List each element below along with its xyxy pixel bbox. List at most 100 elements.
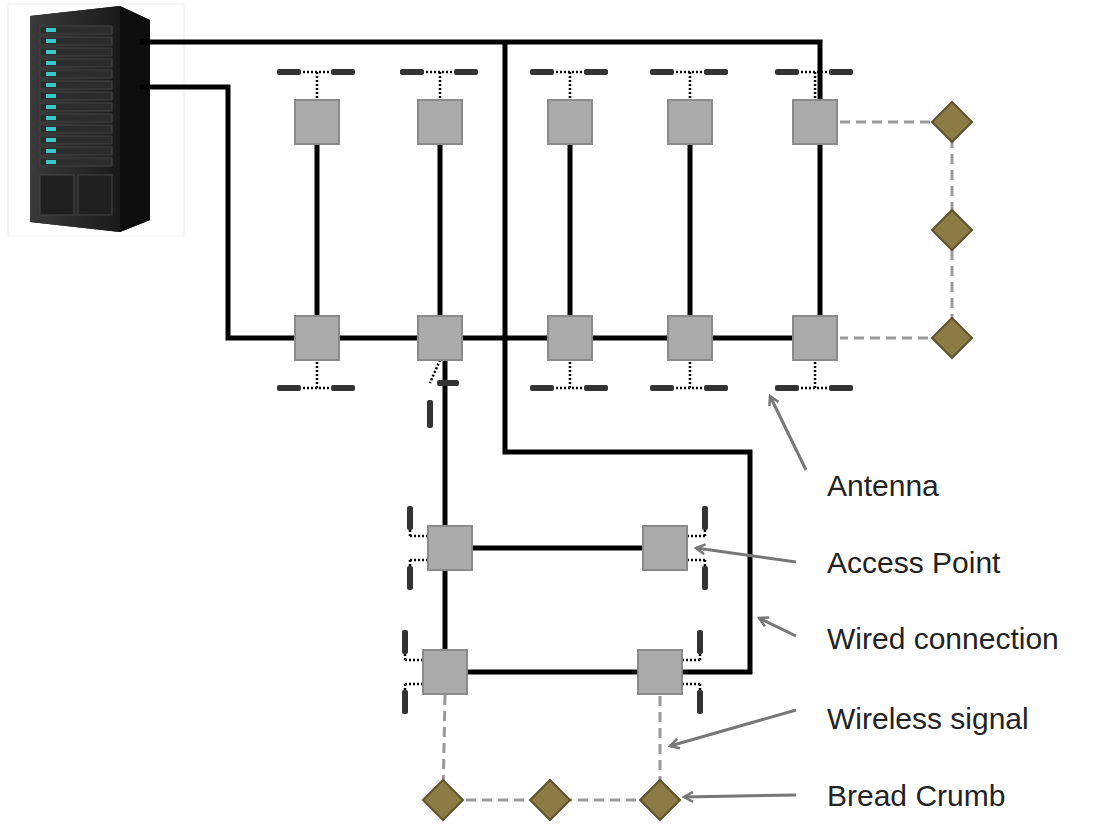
- antenna-feed: [699, 684, 702, 690]
- antenna: [829, 69, 853, 75]
- antenna-feed: [316, 72, 319, 100]
- antenna: [407, 566, 413, 590]
- antenna-feed: [404, 654, 407, 660]
- server-rack: [30, 6, 150, 232]
- antenna: [775, 385, 799, 391]
- server-slot: [40, 59, 112, 67]
- antenna: [530, 385, 554, 391]
- antenna-feed: [682, 683, 700, 686]
- antenna: [331, 69, 355, 75]
- antenna-feed: [316, 360, 319, 388]
- server-led: [46, 105, 56, 109]
- callout-label: Access Point: [825, 546, 1002, 579]
- server-slot: [40, 48, 112, 56]
- access-point: [638, 650, 682, 694]
- server-led: [46, 94, 56, 98]
- access-point: [548, 100, 592, 144]
- antenna: [702, 566, 708, 590]
- antenna: [704, 385, 728, 391]
- antenna: [427, 400, 433, 428]
- access-point: [793, 100, 837, 144]
- server-led: [46, 61, 56, 65]
- antenna: [650, 69, 674, 75]
- antenna-feed: [704, 530, 707, 536]
- antenna-feed: [409, 560, 412, 566]
- antennas: [277, 69, 853, 714]
- access-point: [643, 526, 687, 570]
- antenna: [697, 630, 703, 654]
- server-led: [46, 50, 56, 54]
- server-led: [46, 116, 56, 120]
- server-slot: [40, 103, 112, 111]
- antenna-feed: [569, 72, 572, 100]
- antenna: [277, 69, 301, 75]
- bread-crumb: [932, 102, 972, 142]
- antenna: [402, 690, 408, 714]
- server-bay: [40, 175, 74, 215]
- server-led: [46, 127, 56, 131]
- antenna-feed: [699, 654, 702, 660]
- antenna-feed: [814, 360, 817, 388]
- server-slot: [40, 125, 112, 133]
- antenna-feed: [689, 72, 692, 100]
- server-slot: [40, 92, 112, 100]
- antenna-feed: [410, 535, 428, 538]
- antenna: [704, 69, 728, 75]
- bread-crumb: [530, 780, 570, 820]
- antenna-feed: [439, 72, 442, 100]
- antenna-feed: [687, 559, 705, 562]
- server-led: [46, 149, 56, 153]
- access-point: [428, 526, 472, 570]
- antenna: [400, 69, 424, 75]
- server-led: [46, 138, 56, 142]
- antenna: [584, 69, 608, 75]
- antenna: [437, 380, 459, 386]
- bread-crumb: [932, 318, 972, 358]
- access-point: [418, 100, 462, 144]
- antenna: [829, 385, 853, 391]
- server-frame: [8, 4, 184, 236]
- antenna: [277, 385, 301, 391]
- antenna-feed: [404, 684, 407, 690]
- access-point: [418, 316, 462, 360]
- antenna-feed: [682, 659, 700, 662]
- server-slot: [40, 81, 112, 89]
- antenna-feed: [704, 560, 707, 566]
- server-led: [46, 83, 56, 87]
- server-led: [46, 72, 56, 76]
- access-point: [423, 650, 467, 694]
- wireless-signals: [443, 122, 952, 800]
- access-point: [295, 316, 339, 360]
- server-slot: [40, 37, 112, 45]
- bread-crumb: [640, 780, 680, 820]
- server-bay: [78, 175, 112, 215]
- access-point: [668, 316, 712, 360]
- access-point: [793, 316, 837, 360]
- antenna: [454, 69, 478, 75]
- antenna: [650, 385, 674, 391]
- server-slot: [40, 147, 112, 155]
- antenna: [402, 630, 408, 654]
- callout-label: Wired connection: [825, 622, 1061, 655]
- antenna-feed: [409, 530, 412, 536]
- callout-label: Wireless signal: [825, 702, 1031, 735]
- antenna-feed: [687, 535, 705, 538]
- server-slot: [40, 136, 112, 144]
- antenna-feed: [689, 360, 692, 388]
- bread-crumb: [932, 210, 972, 250]
- server-slot: [40, 70, 112, 78]
- server-led: [46, 28, 56, 32]
- access-point: [668, 100, 712, 144]
- access-point: [295, 100, 339, 144]
- access-points: [295, 100, 837, 694]
- antenna: [530, 69, 554, 75]
- antenna-feed: [405, 659, 423, 662]
- server-led: [46, 39, 56, 43]
- leader-arrows: [670, 396, 806, 797]
- server-slot: [40, 158, 112, 166]
- antenna: [584, 385, 608, 391]
- bread-crumb: [423, 780, 463, 820]
- antenna-feed: [405, 683, 423, 686]
- server-slot: [40, 114, 112, 122]
